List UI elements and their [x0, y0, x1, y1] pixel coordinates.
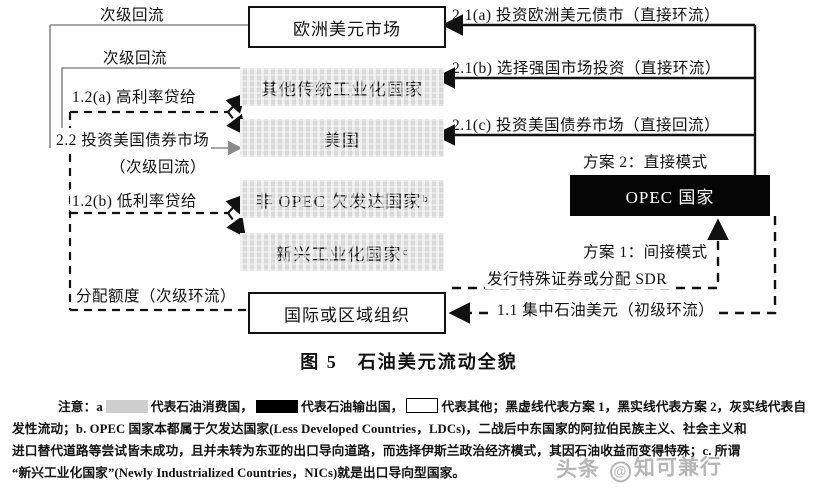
label-issue-special-securities-or-sdr: 发行特殊证券或分配 SDR: [485, 267, 670, 289]
watermark-at-icon: @: [609, 461, 632, 483]
label-secondary-reflux-1: 次级回流: [100, 7, 165, 24]
note-line-1-prefix: 注意：a: [58, 400, 103, 414]
label-invest-us-bond: 2.1(c) 投资美国债券市场（直接回流）: [452, 117, 720, 134]
node-newly-industrialized-countries-label: 新兴工业化国家: [275, 244, 402, 264]
label-low-rate-lending: 1.2(b) 低利率贷给: [70, 189, 199, 211]
note-line-1-consumer: 代表石油消费国，: [150, 400, 254, 414]
label-high-rate-lending: 1.2(a) 高利率贷给: [70, 85, 198, 107]
footnote-marker-c: c: [402, 246, 409, 258]
gray-flow-secondary-reflux-2: [61, 67, 240, 148]
figure-caption: 图 5 石油美元流动全貌: [0, 348, 818, 374]
node-international-or-regional-organizations-label: 国际或区域组织: [284, 305, 410, 325]
label-invest-us-bond-market: 2.2 投资美国债券市场: [54, 128, 212, 150]
solid-flow-opec-right-rail: [433, 14, 757, 175]
label-secondary-reflux-parenthetical: （次级回流）: [110, 159, 207, 176]
node-united-states[interactable]: 美国: [240, 119, 444, 157]
node-opec-countries[interactable]: OPEC 国家: [570, 175, 770, 216]
figure-caption-title: 石油美元流动全貌: [357, 352, 518, 372]
label-choose-strong-country-market: 2.1(b) 选择强国市场投资（直接环流）: [452, 60, 721, 77]
node-international-or-regional-organizations[interactable]: 国际或区域组织: [248, 292, 446, 334]
label-allocate-quota: 分配额度（次级环流）: [74, 284, 239, 306]
figure-notes: 注意：a 代表石油消费国， 代表石油输出国， 代表其他；黑虚线代表方案 1，黑实线代表…: [12, 396, 808, 484]
note-line-2: 发性流动；b. OPEC 国家本都属于欠发达国家(Less Developed …: [12, 422, 747, 436]
node-other-traditional-industrial-countries[interactable]: 其他传统工业化国家: [240, 68, 444, 106]
footnote-marker-b: b: [422, 193, 429, 205]
node-euro-dollar-market[interactable]: 欧洲美元市场: [248, 6, 446, 48]
legend-swatch-oil-exporter: [256, 400, 299, 413]
note-line-4: “新兴工业化国家”(Newly Industrialized Countries…: [12, 466, 466, 480]
figure-caption-number: 图 5: [300, 352, 338, 372]
node-other-traditional-industrial-countries-label: 其他传统工业化国家: [261, 79, 423, 99]
watermark: 头条 @知可兼行: [556, 451, 722, 484]
note-line-3: 进口替代道路等尝试皆未成功，且并未转为东亚的出口导向道路，而选择伊斯兰政治经济模…: [12, 444, 741, 458]
node-non-opec-less-developed-countries-label: 非 OPEC 欠发达国家: [255, 191, 422, 211]
label-plan-2-direct-mode: 方案 2：直接模式: [583, 154, 708, 171]
note-line-1-other: 代表其他；黑虚线代表方案 1，黑实线代表方案 2，灰实线代表自: [441, 400, 807, 414]
watermark-prefix: 头条: [555, 457, 601, 482]
node-united-states-label: 美国: [324, 130, 360, 150]
note-line-1: 注意：a 代表石油消费国， 代表石油输出国， 代表其他；黑虚线代表方案 1，黑实线代表…: [12, 396, 808, 418]
note-line-1-exporter: 代表石油输出国，: [301, 400, 404, 414]
label-invest-euro-dollar-bond-market: 2.1(a) 投资欧洲美元债市（直接环流）: [452, 7, 720, 24]
node-opec-countries-label: OPEC 国家: [625, 188, 715, 207]
watermark-name: 知可兼行: [633, 455, 723, 481]
label-secondary-reflux-2: 次级回流: [103, 50, 168, 67]
legend-swatch-oil-consumer: [105, 400, 148, 413]
node-euro-dollar-market-label: 欧洲美元市场: [293, 19, 401, 39]
label-plan-1-indirect-mode: 方案 1：间接模式: [583, 244, 708, 261]
label-concentrate-petrodollar: 1.1 集中石油美元（初级环流）: [495, 298, 717, 320]
legend-swatch-other: [406, 398, 439, 413]
gray-flow-secondary-reflux-1: [49, 24, 248, 148]
